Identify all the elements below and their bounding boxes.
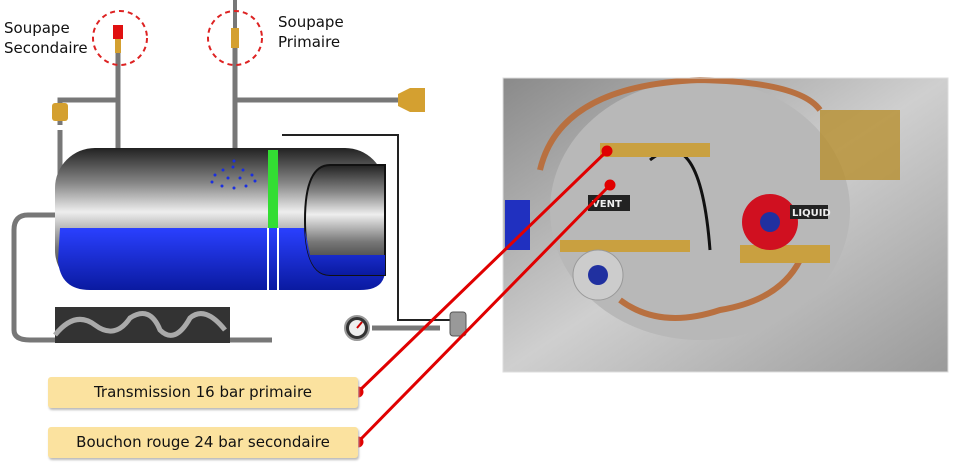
vaporizer-coil bbox=[53, 307, 230, 343]
callout-secondary: Bouchon rouge 24 bar secondaire bbox=[48, 427, 358, 458]
valves bbox=[52, 0, 425, 121]
level-transmitter bbox=[449, 311, 467, 337]
primary-valve-icon bbox=[231, 28, 239, 48]
liquid-tag: LIQUID bbox=[792, 208, 831, 219]
label-line: Primaire bbox=[278, 33, 341, 51]
pressure-gauge-icon bbox=[344, 315, 370, 341]
primary-valve-label: Soupape Primaire bbox=[278, 12, 344, 52]
valve-photo: VENT LIQUID bbox=[502, 76, 949, 373]
secondary-valve-label: Soupape Secondaire bbox=[4, 18, 88, 58]
vent-tag: VENT bbox=[592, 199, 622, 210]
callout-primary: Transmission 16 bar primaire bbox=[48, 377, 358, 408]
secondary-valve-icon bbox=[113, 25, 123, 39]
label-line: Soupape bbox=[4, 19, 70, 37]
label-line: Secondaire bbox=[4, 39, 88, 57]
label-line: Soupape bbox=[278, 13, 344, 31]
level-line bbox=[282, 134, 450, 321]
bubbles bbox=[210, 159, 257, 190]
tank bbox=[55, 148, 386, 290]
